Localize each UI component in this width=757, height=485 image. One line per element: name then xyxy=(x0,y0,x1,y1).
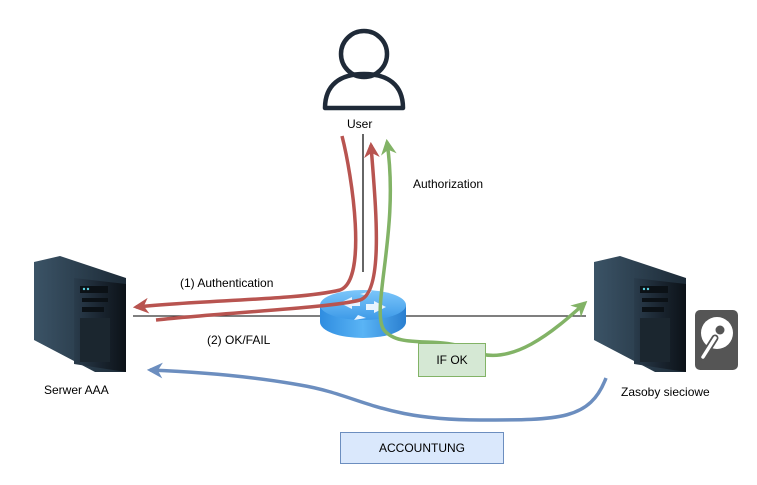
accounting-arrow xyxy=(146,362,608,422)
authorization-arrow xyxy=(378,138,588,357)
if-ok-box: IF OK xyxy=(418,343,486,377)
aaa-server-icon[interactable] xyxy=(34,256,126,372)
resources-server-icon[interactable] xyxy=(594,256,686,372)
hard-drive-icon xyxy=(695,310,738,370)
authorization-label: Authorization xyxy=(413,177,484,191)
authentication-label: (1) Authentication xyxy=(180,276,274,290)
ok-fail-arrow xyxy=(155,141,380,322)
authentication-arrow xyxy=(132,135,358,314)
user-label: User xyxy=(347,117,373,131)
user-icon[interactable] xyxy=(322,28,406,111)
accounting-box: ACCOUNTUNG xyxy=(340,432,504,464)
resources-label: Zasoby sieciowe xyxy=(621,385,710,399)
aaa-server-label: Serwer AAA xyxy=(44,383,109,397)
ok-fail-label: (2) OK/FAIL xyxy=(207,333,271,347)
